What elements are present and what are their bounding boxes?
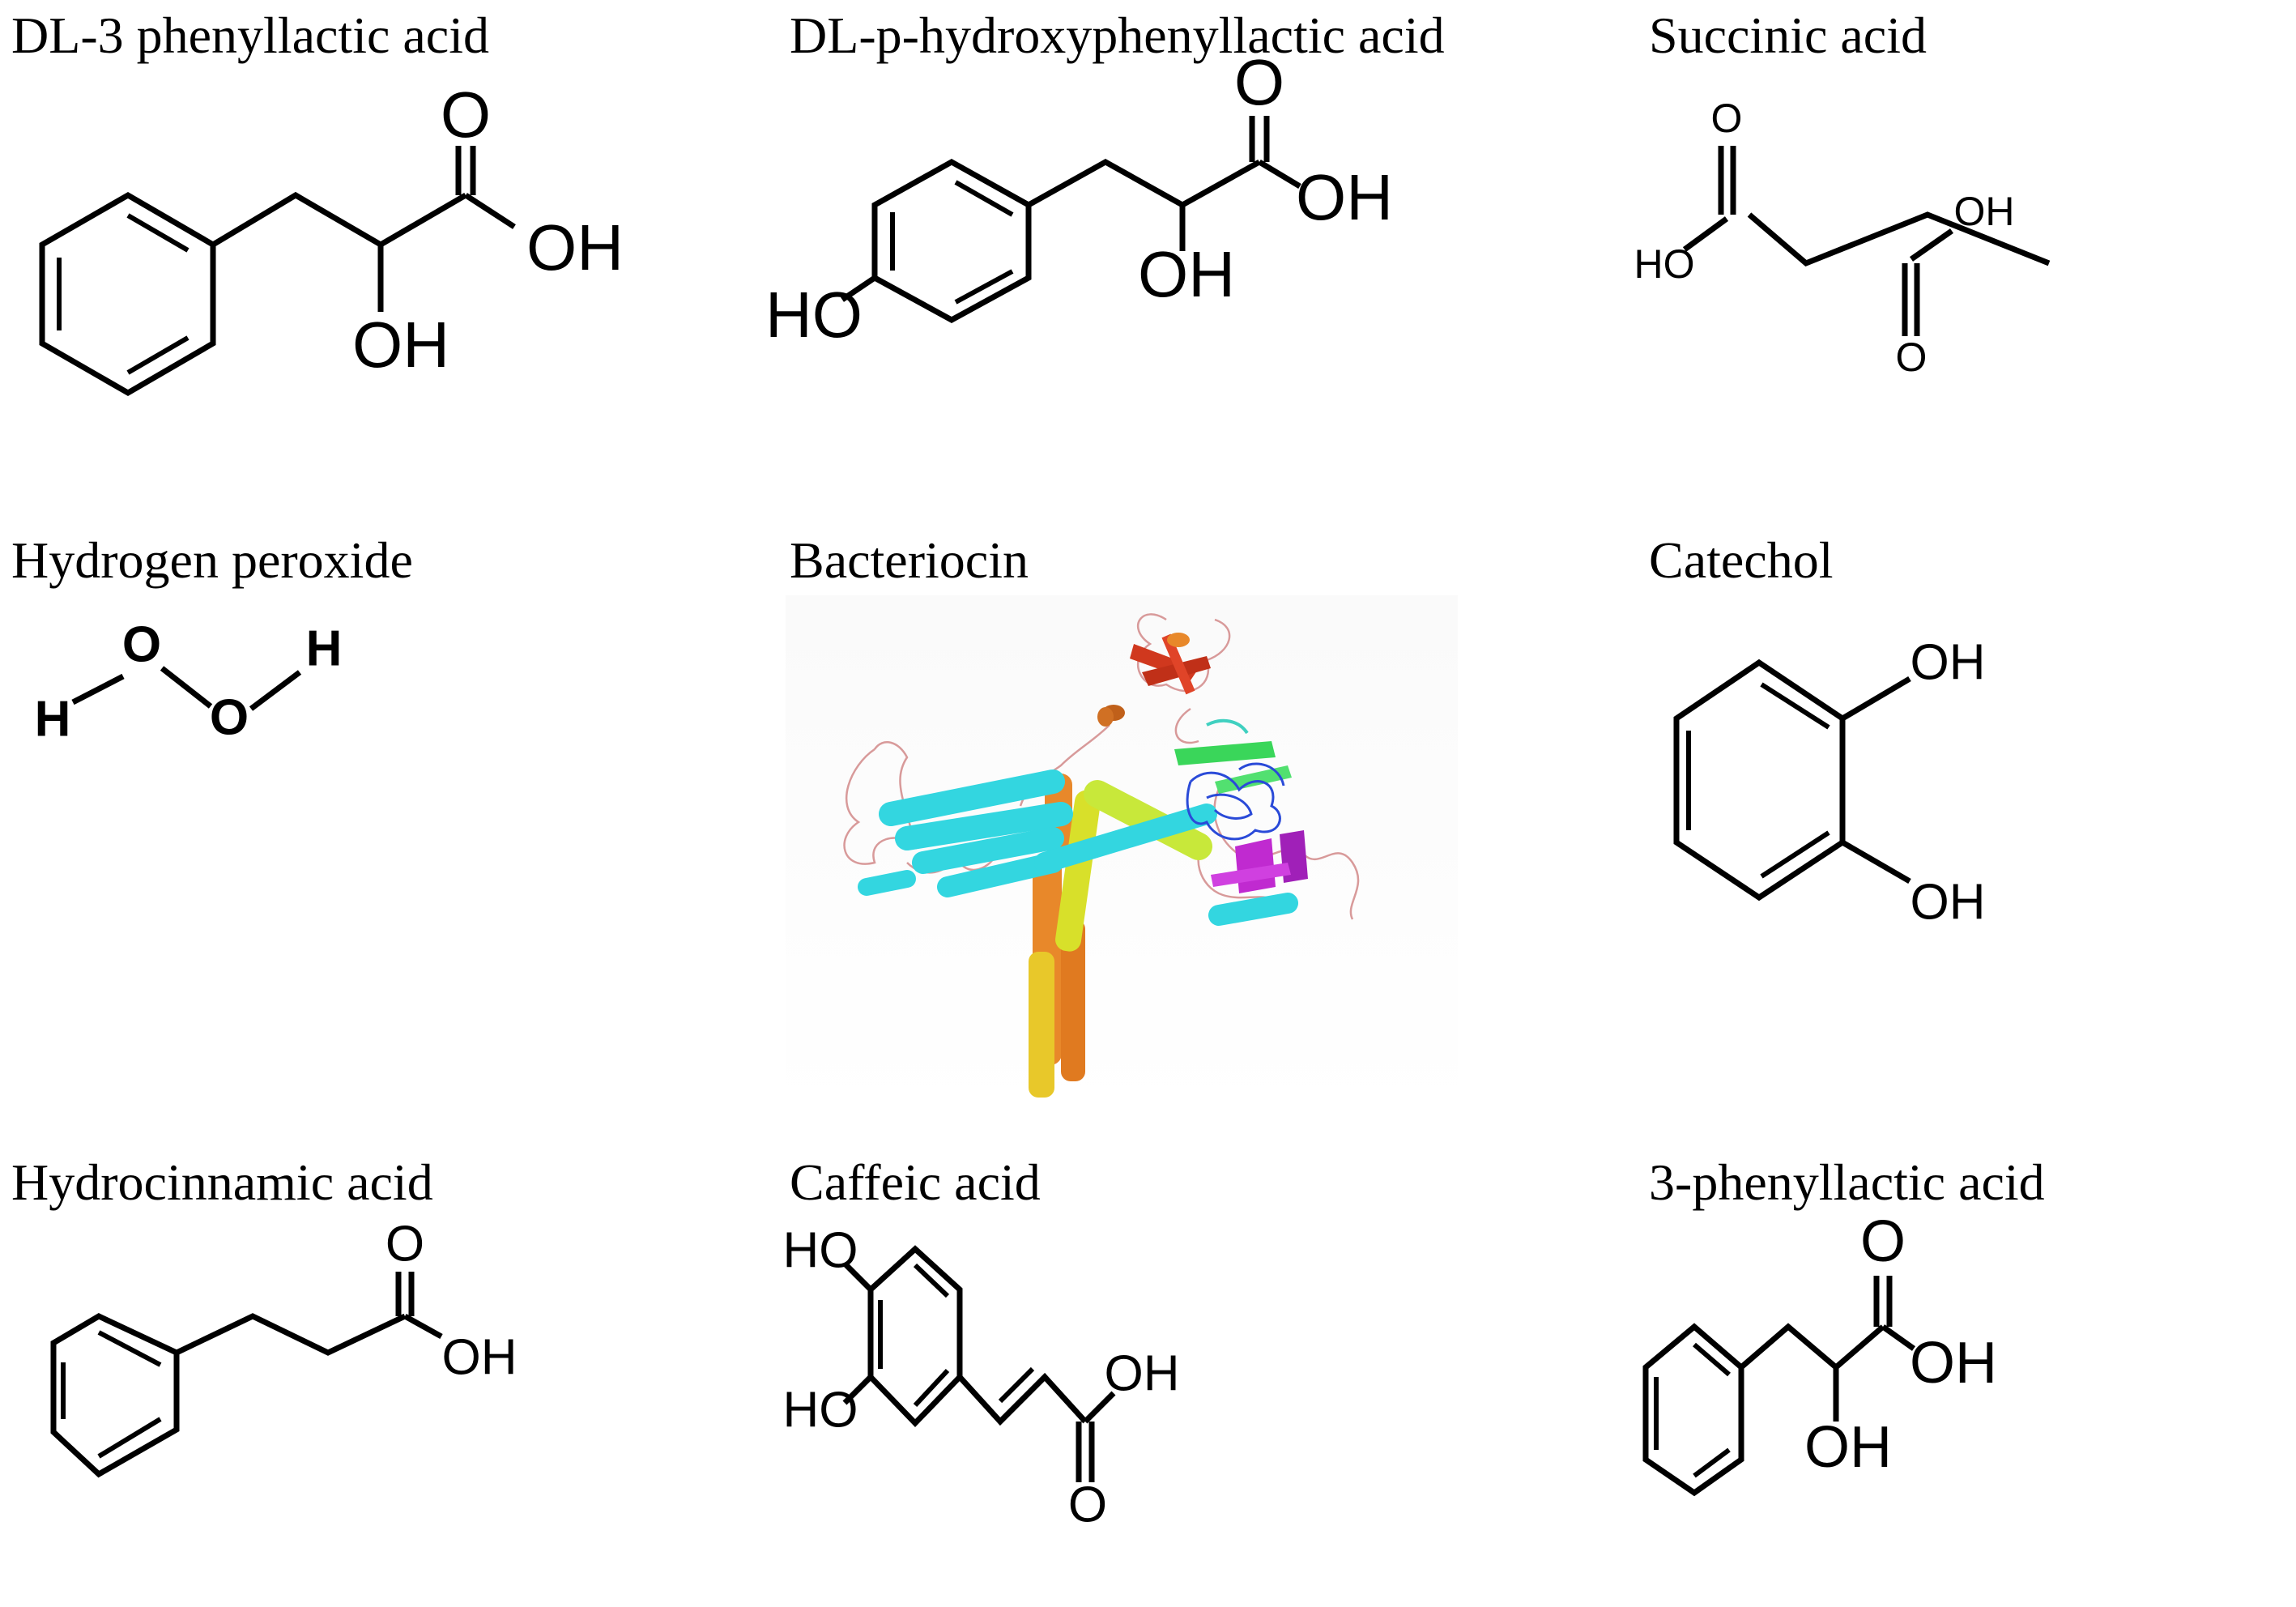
atom-acid-oh: OH	[1910, 1331, 1997, 1396]
vinyl-double-bond	[998, 1366, 1035, 1404]
structure-dl-p-hydroxyphenyllactic-acid: O OH OH HO	[765, 46, 1393, 351]
panel-title-dl3-phenyllactic: DL-3 phenyllactic acid	[11, 6, 489, 64]
atom-ho-bottom: HO	[783, 1382, 858, 1438]
oh-bond-bottom	[1841, 839, 1911, 884]
atom-acid-oh: OH	[442, 1329, 518, 1385]
left-oh-bond	[1682, 216, 1729, 252]
benzene-ring	[1642, 1323, 1744, 1497]
right-oh-bond	[1909, 228, 1954, 262]
bacteriocin-protein-structure	[786, 595, 1458, 1114]
green-beta-sheet	[1174, 718, 1292, 794]
structure-catechol: OH OH	[1673, 634, 1986, 930]
structure-hydrocinnamic-acid: O OH	[50, 1216, 518, 1478]
atom-alpha-oh: OH	[352, 309, 449, 381]
protein-image-background	[786, 595, 1458, 1114]
atom-o-bottom: O	[1896, 335, 1928, 380]
acid-oh-bond	[1258, 159, 1301, 190]
red-beta-sheet	[1130, 633, 1211, 695]
structure-dl3-phenyllactic-acid: O OH OH	[39, 79, 624, 397]
panel-title-succinic: Succinic acid	[1649, 6, 1927, 64]
o-o-bond	[160, 666, 213, 709]
phenol-oh-bond	[841, 275, 876, 302]
atom-acid-oh: OH	[1296, 161, 1393, 233]
benzene-ring	[1673, 659, 1846, 902]
carbon-chain	[211, 191, 467, 249]
atom-o-left: O	[122, 616, 161, 672]
ho-bond-top	[842, 1261, 873, 1292]
atom-o-right: O	[210, 689, 249, 745]
panel-title-bacteriocin: Bacteriocin	[790, 531, 1029, 589]
panel-title-hydrogen-peroxide: Hydrogen peroxide	[11, 531, 413, 589]
structure-3-phenyllactic-acid: O OH OH	[1642, 1209, 1997, 1497]
atom-h-right: H	[306, 620, 343, 676]
cyan-helices	[858, 769, 1298, 926]
magenta-beta-sheet	[1211, 830, 1308, 893]
acid-oh-bond	[464, 193, 516, 229]
carbon-chain	[1739, 1323, 1885, 1371]
atom-acid-oh: OH	[1105, 1345, 1180, 1401]
ho-bond-bottom	[842, 1375, 873, 1405]
benzene-ring	[867, 1245, 963, 1428]
atom-oh-right: OH	[1954, 189, 2015, 234]
atom-oh-top: OH	[1910, 634, 1986, 690]
structure-hydrogen-peroxide: H O O H	[35, 616, 343, 747]
structure-caffeic-acid: HO HO OH O	[783, 1222, 1180, 1532]
blue-coil-domain	[1186, 762, 1285, 841]
h-o-bond-left	[71, 673, 125, 705]
yellow-helices	[1029, 780, 1212, 1098]
atom-alpha-oh: OH	[1804, 1415, 1892, 1480]
oh-bond-top	[1841, 676, 1911, 722]
atom-ho-left: HO	[1634, 241, 1695, 287]
orange-helix-small	[1097, 705, 1125, 727]
o-h-bond-right	[249, 670, 302, 711]
acid-oh-bond	[1881, 1324, 1916, 1351]
atom-o-top: O	[1711, 96, 1743, 141]
carbon-chain	[1027, 158, 1261, 209]
acid-oh-bond	[403, 1313, 443, 1340]
panel-title-caffeic: Caffeic acid	[790, 1153, 1041, 1211]
panel-title-dl-p-hydroxyphenyllactic: DL-p-hydroxyphenyllactic acid	[790, 6, 1445, 64]
carbon-chain	[1747, 211, 2051, 267]
atom-carbonyl-o: O	[1068, 1477, 1107, 1532]
atom-carbonyl-o: O	[441, 79, 491, 151]
benzene-ring	[871, 158, 1032, 323]
acid-oh-bond	[1083, 1391, 1116, 1424]
carbon-chain	[175, 1313, 407, 1356]
atom-carbonyl-o: O	[1234, 46, 1284, 118]
atom-ho-top: HO	[783, 1222, 858, 1278]
vinyl-chain	[957, 1372, 1088, 1426]
atom-oh-bottom: OH	[1910, 874, 1986, 930]
atom-carbonyl-o: O	[386, 1216, 424, 1272]
benzene-ring	[39, 191, 216, 397]
atom-carbonyl-o: O	[1860, 1209, 1906, 1274]
atom-acid-oh: OH	[526, 211, 624, 283]
panel-title-catechol: Catechol	[1649, 531, 1834, 589]
panel-title-hydrocinnamic: Hydrocinnamic acid	[11, 1153, 433, 1211]
atom-phenol-ho: HO	[765, 279, 863, 351]
structure-succinic-acid: O HO OH O	[1634, 96, 2051, 380]
panel-title-3-phenyllactic: 3-phenyllactic acid	[1649, 1153, 2045, 1211]
atom-alpha-oh: OH	[1138, 238, 1235, 310]
benzene-ring	[50, 1313, 180, 1478]
atom-h-left: H	[35, 691, 71, 747]
